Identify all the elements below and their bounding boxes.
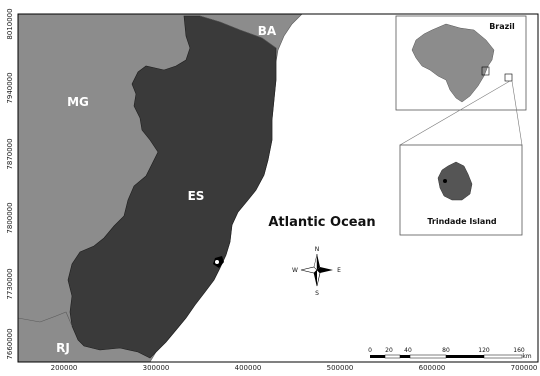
x-axis: 200000 300000 400000 500000 600000 70000…: [51, 364, 538, 372]
north-arrow: N S E W: [292, 246, 341, 297]
compass-s: S: [315, 290, 319, 297]
brazil-study-area-box: [481, 66, 490, 76]
compass-e: E: [337, 267, 341, 274]
inset-trindade: Trindade Island: [399, 144, 523, 236]
scale-label-0: 0: [368, 347, 372, 354]
label-rj: RJ: [56, 341, 70, 355]
label-brazil: Brazil: [489, 22, 515, 31]
label-ba: BA: [258, 24, 277, 38]
inset-brazil: Brazil: [395, 15, 527, 111]
y-tick-label: 8010000: [6, 8, 14, 39]
x-tick-label: 500000: [327, 364, 354, 372]
connector-right: [511, 80, 523, 146]
espirito-santo-land: [67, 15, 277, 359]
trindade-island-shape: [437, 161, 473, 201]
rj-border: [17, 311, 73, 327]
y-tick-label: 7870000: [6, 138, 14, 169]
scale-label-20: 20: [385, 347, 393, 354]
compass-w: W: [292, 267, 298, 274]
scale-label-80: 80: [442, 347, 450, 354]
label-mg: MG: [67, 95, 89, 109]
location-dot: [215, 260, 219, 264]
scale-bar: 0 20 40 80 120 160 km: [368, 347, 532, 360]
map-frame: [17, 13, 539, 363]
label-atlantic-ocean: Atlantic Ocean: [268, 215, 375, 230]
scale-label-40: 40: [404, 347, 412, 354]
scale-label-160: 160: [513, 347, 525, 354]
x-tick-label: 300000: [143, 364, 170, 372]
y-tick-label: 7940000: [6, 72, 14, 103]
x-tick-label: 700000: [511, 364, 538, 372]
connector-left: [399, 80, 511, 146]
y-tick-label: 7660000: [6, 328, 14, 359]
trindade-marker: [443, 179, 447, 183]
scale-unit: km: [522, 353, 531, 360]
y-tick-label: 7730000: [6, 268, 14, 299]
y-tick-label: 7800000: [6, 202, 14, 233]
trindade-locator-box: [504, 73, 513, 82]
label-es: ES: [188, 189, 205, 203]
ba-border: [199, 15, 277, 49]
x-tick-label: 600000: [419, 364, 446, 372]
y-axis: 8010000 7940000 7870000 7800000 7730000 …: [6, 8, 14, 359]
scale-label-120: 120: [478, 347, 490, 354]
brazil-shape: [411, 23, 495, 103]
compass-n: N: [315, 246, 320, 253]
x-tick-label: 400000: [235, 364, 262, 372]
label-trindade: Trindade Island: [427, 217, 497, 226]
x-tick-label: 200000: [51, 364, 78, 372]
